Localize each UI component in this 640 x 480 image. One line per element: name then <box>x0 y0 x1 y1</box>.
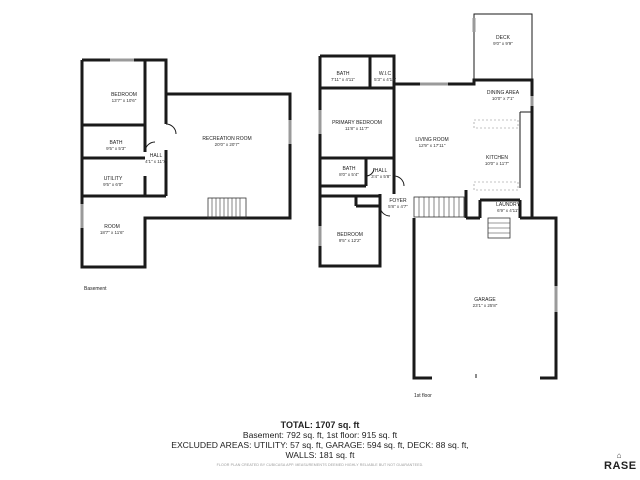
room-room-dim: 18'7" x 11'6" <box>100 230 125 235</box>
floor-label-first: 1st floor <box>414 393 432 399</box>
room-living-name: LIVING ROOM <box>415 137 448 143</box>
room-deck-name: DECK <box>496 35 511 41</box>
first-floor-stairs <box>413 196 465 218</box>
room-garage-name: GARAGE <box>474 297 496 303</box>
room-hall-basement-dim: 4'1" x 11'7" <box>145 159 167 164</box>
room-wic-name: W.I.C <box>379 71 392 77</box>
room-dining-dim: 10'0" x 7'1" <box>492 96 515 101</box>
room-bath1-name: BATH <box>337 71 350 77</box>
room-dining-name: DINING AREA <box>487 90 520 96</box>
room-primary-name: PRIMARY BEDROOM <box>332 120 382 126</box>
room-recreation-dim: 20'0" x 20'7" <box>215 142 240 147</box>
basement-stairs <box>207 197 247 219</box>
garage-steps <box>487 217 511 239</box>
room-laundry-dim: 6'9" x 4'11" <box>497 208 519 213</box>
room-bedroom1-name: BEDROOM <box>337 232 363 238</box>
room-bath-basement-name: BATH <box>110 140 123 146</box>
floor-plan: BEDROOM 13'7" x 10'6" BATH 9'5" x 5'3" H… <box>80 13 558 399</box>
basement-plan: BEDROOM 13'7" x 10'6" BATH 9'5" x 5'3" H… <box>80 58 292 292</box>
room-garage-dim: 23'1" x 25'8" <box>473 303 498 308</box>
floor-label-basement: Basement <box>84 286 107 292</box>
room-primary-dim: 11'8" x 11'7" <box>345 126 369 131</box>
logo-mark-icon: ⌂ <box>616 451 622 460</box>
room-wic-dim: 5'3" x 4'11" <box>374 77 396 82</box>
room-foyer-name: FOYER <box>389 198 407 204</box>
room-utility-dim: 9'5" x 6'0" <box>103 182 123 187</box>
room-laundry-name: LAUNDRY <box>496 202 520 208</box>
room-recreation-name: RECREATION ROOM <box>202 136 251 142</box>
room-hall-basement-name: HALL <box>150 153 163 159</box>
room-foyer-dim: 5'8" x 4'7" <box>388 204 408 209</box>
room-utility-name: UTILITY <box>104 176 123 182</box>
room-bedroom-basement-dim: 13'7" x 10'6" <box>112 98 137 103</box>
room-hall1-dim: 3'4" x 5'8" <box>371 174 391 179</box>
room-bath1-dim: 7'11" x 4'11" <box>331 77 355 82</box>
room-room-name: ROOM <box>104 224 120 230</box>
room-kitchen-name: KITCHEN <box>486 155 508 161</box>
disclaimer: FLOOR PLAN CREATED BY CUBICASA APP. MEAS… <box>216 463 424 467</box>
room-hall1-name: HALL <box>375 168 388 174</box>
room-bath2-dim: 8'0" x 5'4" <box>339 172 359 177</box>
room-living-dim: 12'9" x 17'11" <box>419 143 446 148</box>
floor-areas: Basement: 792 sq. ft, 1st floor: 915 sq.… <box>242 430 398 440</box>
room-kitchen-dim: 10'0" x 11'7" <box>485 161 510 166</box>
logo-text: RASE <box>604 460 637 472</box>
room-bedroom1-dim: 9'5" x 12'2" <box>339 238 362 243</box>
room-bedroom-basement-name: BEDROOM <box>111 92 137 98</box>
room-deck-dim: 9'0" x 9'9" <box>493 41 513 46</box>
rase-logo: ⌂ RASE <box>604 451 637 473</box>
total-area: TOTAL: 1707 sq. ft <box>280 420 360 430</box>
room-bath-basement-dim: 9'5" x 5'3" <box>106 146 126 151</box>
area-summary: TOTAL: 1707 sq. ft Basement: 792 sq. ft,… <box>0 420 640 460</box>
room-bath2-name: BATH <box>343 166 356 172</box>
wall-area: WALLS: 181 sq. ft <box>285 450 355 460</box>
first-floor-plan: BATH 7'11" x 4'11" W.I.C 5'3" x 4'11" PR… <box>318 13 558 399</box>
excluded-areas: EXCLUDED AREAS: UTILITY: 57 sq. ft, GARA… <box>171 440 469 450</box>
